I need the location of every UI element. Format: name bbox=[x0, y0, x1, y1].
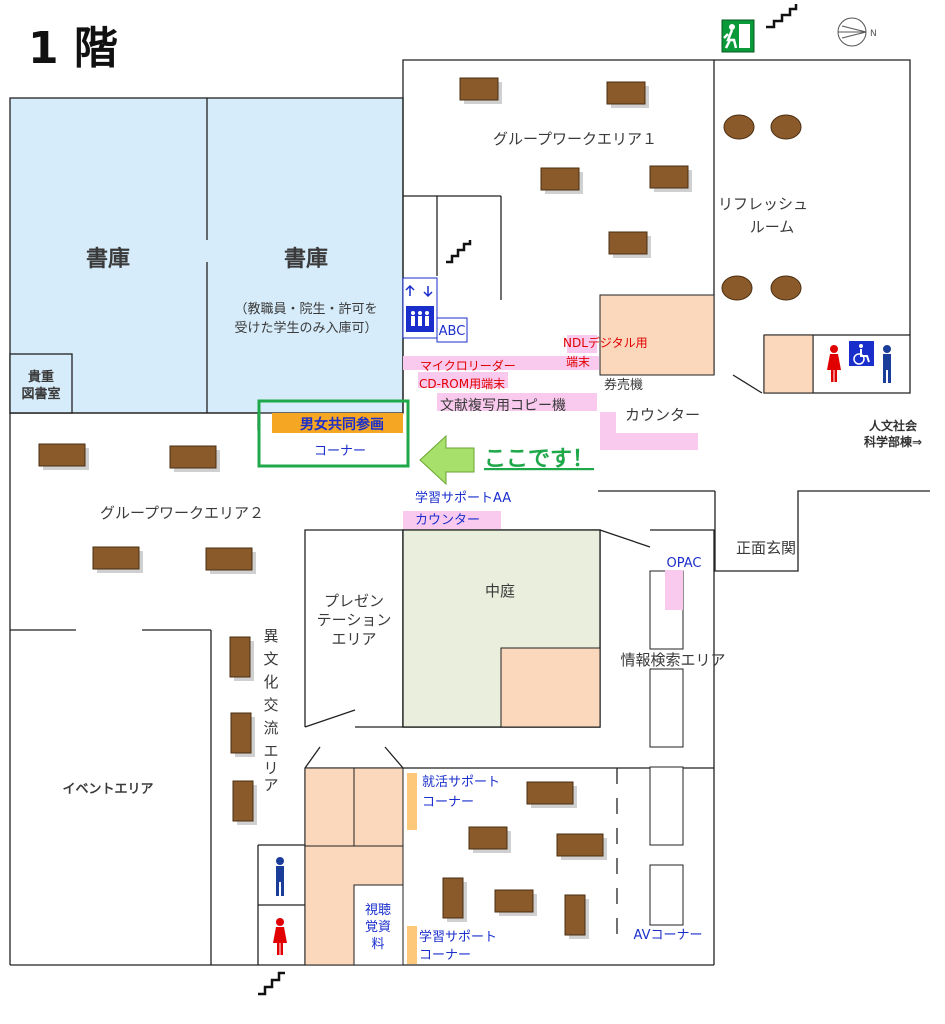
desk bbox=[468, 826, 508, 850]
desk bbox=[38, 443, 86, 467]
svg-text:文: 文 bbox=[263, 650, 278, 668]
service-room-small bbox=[763, 334, 814, 394]
svg-text:異: 異 bbox=[263, 627, 278, 645]
here-label: ここです！ bbox=[484, 447, 594, 472]
desk bbox=[540, 167, 580, 191]
stacks-left-label: 書庫 bbox=[86, 246, 130, 272]
desk bbox=[556, 833, 604, 857]
desk bbox=[230, 712, 252, 754]
desk bbox=[564, 894, 586, 936]
abc-box bbox=[436, 317, 468, 343]
group-work-1-label: グループワークエリア１ bbox=[493, 130, 657, 148]
desk bbox=[232, 780, 254, 822]
av-materials-label-3: 料 bbox=[371, 937, 384, 952]
av-corner-label: AVコーナー bbox=[634, 928, 703, 943]
rare-books-label-1: 貴重 bbox=[28, 369, 54, 385]
presentation-label-2: テーション bbox=[317, 611, 392, 629]
rare-books-label-2: 図書室 bbox=[21, 386, 60, 402]
job-support-bar bbox=[407, 773, 417, 830]
desk bbox=[229, 636, 251, 678]
presentation-label-3: エリア bbox=[331, 630, 376, 648]
learning-support-label-2: コーナー bbox=[419, 948, 471, 963]
svg-text:化: 化 bbox=[263, 673, 278, 691]
floor-title: 1 階 bbox=[28, 23, 118, 74]
round-tables bbox=[721, 114, 802, 301]
stacks-right-label: 書庫 bbox=[284, 246, 328, 272]
main-entrance-label: 正面玄関 bbox=[736, 539, 796, 557]
abc-label: ABC bbox=[439, 324, 466, 339]
desk bbox=[205, 547, 253, 571]
gender-corner-label-2: コーナー bbox=[314, 444, 366, 459]
refresh-room-label-2: ルーム bbox=[750, 218, 795, 236]
courtyard-room bbox=[500, 647, 601, 728]
desk bbox=[169, 445, 217, 469]
cdrom-label: CD-ROM用端末 bbox=[419, 377, 505, 391]
stacks-note-1: （教職員・院生・許可を bbox=[234, 301, 377, 317]
compass-icon: N bbox=[837, 17, 877, 47]
desk bbox=[494, 889, 534, 913]
svg-text:流: 流 bbox=[263, 719, 278, 737]
desks bbox=[38, 77, 692, 939]
group-work-2-label: グループワークエリア２ bbox=[100, 504, 264, 522]
emergency-exit-icon bbox=[721, 19, 755, 53]
restroom-icon bbox=[273, 857, 287, 955]
stairs-icon bbox=[766, 4, 798, 29]
courtyard-label: 中庭 bbox=[485, 582, 515, 600]
learning-support-bar bbox=[407, 926, 417, 964]
learning-support-aa-2: カウンター bbox=[415, 513, 480, 528]
stairs-icon bbox=[258, 971, 285, 996]
refresh-room-label-1: リフレッシュ bbox=[718, 195, 808, 213]
presentation-label-1: プレゼン bbox=[324, 592, 384, 610]
job-support-label-1: 就活サポート bbox=[422, 775, 500, 790]
opac-label: OPAC bbox=[667, 556, 702, 571]
desk bbox=[526, 781, 574, 805]
svg-text:リ: リ bbox=[263, 759, 278, 777]
info-search-label: 情報検索エリア bbox=[620, 651, 725, 669]
ticket-machine-label: 券売機 bbox=[604, 377, 643, 393]
compass-label: N bbox=[870, 29, 877, 39]
elevator-icon bbox=[402, 277, 438, 339]
av-materials-label-1: 視聴 bbox=[365, 903, 391, 918]
av-materials-room bbox=[353, 884, 404, 966]
restroom-icon bbox=[827, 345, 891, 383]
desk bbox=[459, 77, 499, 101]
learning-support-aa-1: 学習サポートAA bbox=[415, 490, 511, 506]
desk bbox=[92, 546, 140, 570]
learning-support-label-1: 学習サポート bbox=[419, 929, 497, 945]
humanities-label-1: 人文社会 bbox=[869, 418, 918, 433]
svg-text:エ: エ bbox=[263, 742, 278, 760]
ndl-label-2: 端末 bbox=[566, 355, 590, 369]
stacks-note-2: 受けた学生のみ入庫可） bbox=[234, 320, 377, 336]
svg-text:交: 交 bbox=[263, 696, 278, 714]
highlight-box bbox=[257, 399, 410, 468]
copy-machine-label: 文献複写用コピー機 bbox=[440, 397, 566, 414]
service-room bbox=[599, 294, 715, 376]
counter-label: カウンター bbox=[625, 406, 700, 424]
terminal-tables bbox=[649, 570, 684, 926]
wheelchair-icon bbox=[849, 341, 874, 366]
desk bbox=[442, 877, 464, 919]
desk bbox=[608, 231, 648, 255]
desk bbox=[606, 81, 646, 105]
gender-corner-label-1: 男女共同参画 bbox=[300, 416, 384, 433]
intercultural-label: 異 文 化 交 流 エ リ ア bbox=[263, 627, 278, 794]
opac-terminal bbox=[665, 570, 683, 610]
desk bbox=[649, 165, 689, 189]
arrow-left-icon bbox=[419, 434, 475, 486]
svg-text:ア: ア bbox=[263, 776, 278, 794]
stairs-icon bbox=[446, 240, 472, 264]
ndl-label-1: NDLデジタル用 bbox=[563, 335, 648, 350]
gender-corner-bar bbox=[272, 413, 403, 433]
job-support-label-2: コーナー bbox=[422, 795, 474, 810]
av-materials-label-2: 覚資 bbox=[365, 920, 391, 935]
humanities-label-2: 科学部棟⇒ bbox=[864, 434, 922, 449]
event-area-label: イベントエリア bbox=[62, 782, 153, 797]
rare-books-room bbox=[9, 353, 73, 414]
micro-reader-label: マイクロリーダー bbox=[420, 358, 516, 373]
